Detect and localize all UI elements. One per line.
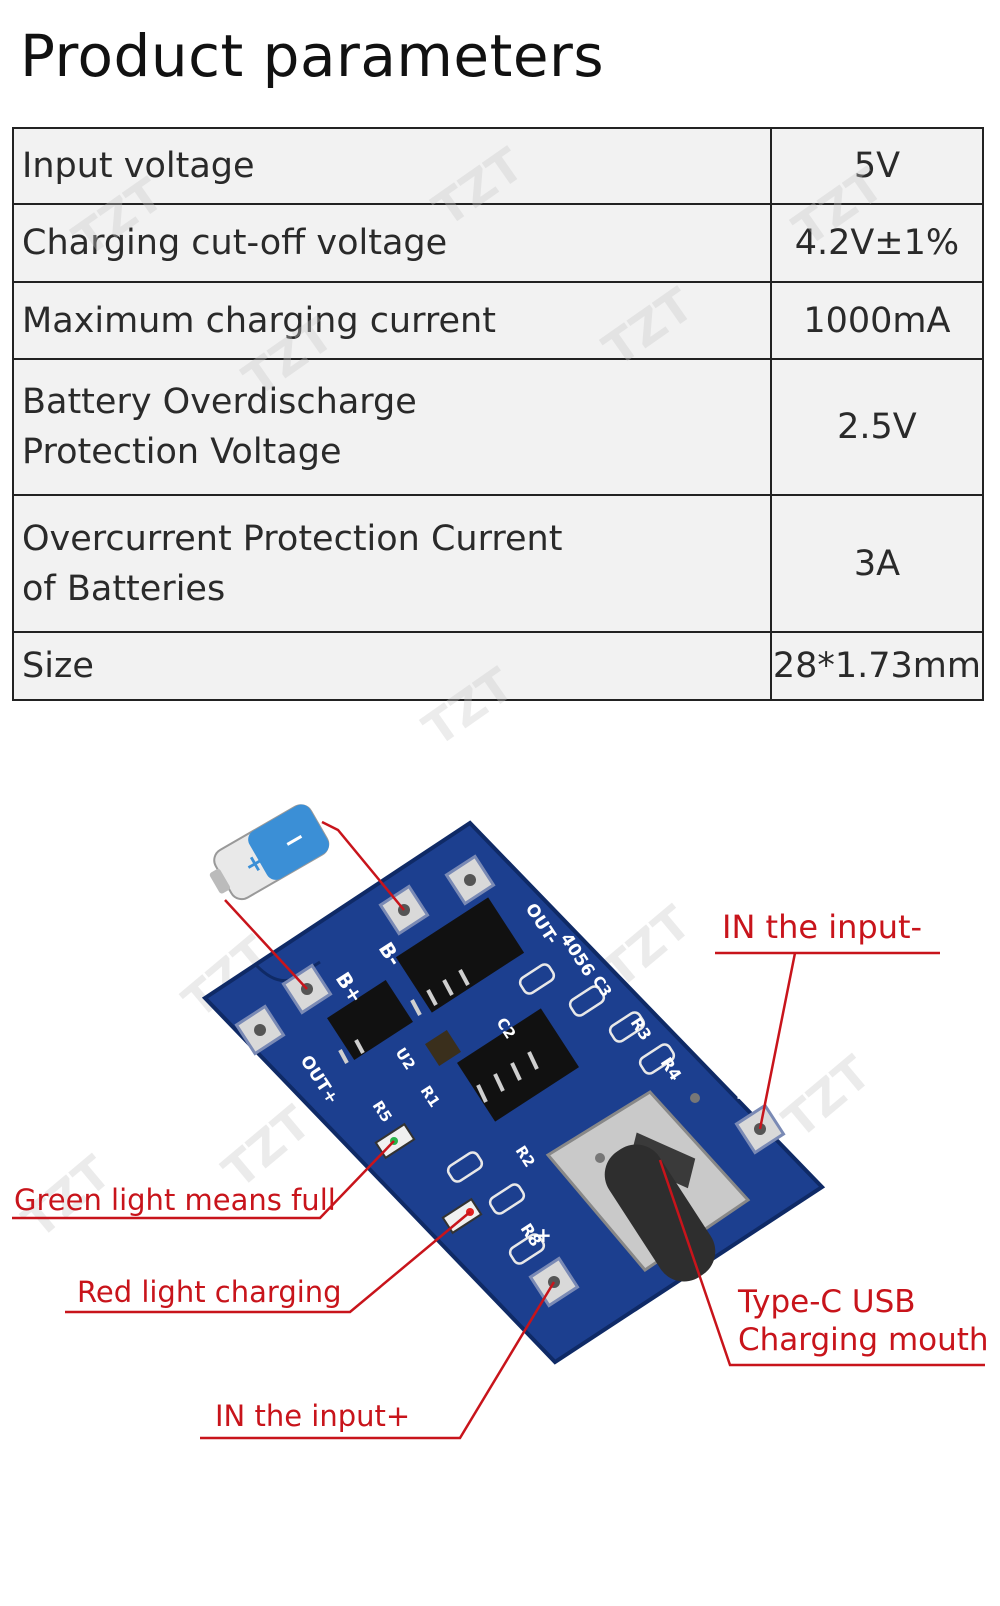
parameters-table: Input voltage 5V Charging cut-off voltag… (12, 127, 985, 701)
wire-battery-minus (321, 820, 405, 911)
param-label: Size (12, 631, 772, 701)
chip-8pin-top (395, 897, 525, 1013)
battery-icon: + − (209, 804, 330, 901)
param-value: 5V (769, 127, 985, 205)
callout-typec-line2: Charging mouth (738, 1322, 989, 1358)
table-row: Maximum charging current 1000mA (12, 281, 985, 360)
callout-line-in-minus (715, 951, 940, 1130)
callout-red: Red light charging (77, 1275, 342, 1309)
param-label: Input voltage (12, 127, 772, 205)
table-row: Battery Overdischarge Protection Voltage… (12, 358, 985, 496)
table-row: Overcurrent Protection Current of Batter… (12, 494, 985, 633)
table-row: Charging cut-off voltage 4.2V±1% (12, 203, 985, 283)
inductor (425, 1030, 461, 1066)
callout-in-minus: IN the input- (722, 908, 922, 946)
param-label: Overcurrent Protection Current of Batter… (12, 494, 772, 633)
callout-typec-line1: Type-C USB (737, 1284, 916, 1320)
chip-4056 (457, 1008, 579, 1122)
param-value: 4.2V±1% (769, 203, 985, 283)
callout-line-green (12, 1140, 395, 1220)
param-value: 3A (769, 494, 985, 633)
param-label: Maximum charging current (12, 281, 772, 360)
led-red (441, 1197, 483, 1235)
callout-line-in-plus (200, 1281, 556, 1440)
callout-green: Green light means full (14, 1183, 336, 1217)
param-value: 2.5V (769, 358, 985, 496)
table-row: Input voltage 5V (12, 127, 985, 205)
callout-line-typec (658, 1159, 985, 1367)
pcb-board: B- B+ OUT- OUT+ 4056 R3 R4 R8 C2 C3 U2 R… (201, 820, 826, 1365)
table-row: Size 28*1.73mm (12, 631, 985, 701)
chip-small (327, 979, 413, 1061)
silk-in-minus: − (735, 1083, 755, 1111)
callout-in-plus: IN the input+ (215, 1399, 410, 1433)
param-value: 1000mA (769, 281, 985, 360)
wire-battery-plus (224, 899, 308, 990)
page-title: Product parameters (20, 22, 605, 90)
silk-in-plus: + (535, 1223, 552, 1247)
param-value: 28*1.73mm (769, 631, 985, 701)
watermark-logo: TZT (772, 1045, 881, 1149)
type-c-connector (545, 1090, 751, 1282)
param-label: Charging cut-off voltage (12, 203, 772, 283)
param-label: Battery Overdischarge Protection Voltage (12, 358, 772, 496)
board-illustration: TZT TZT TZT TZT TZT (12, 804, 989, 1440)
callout-line-red (65, 1211, 471, 1314)
